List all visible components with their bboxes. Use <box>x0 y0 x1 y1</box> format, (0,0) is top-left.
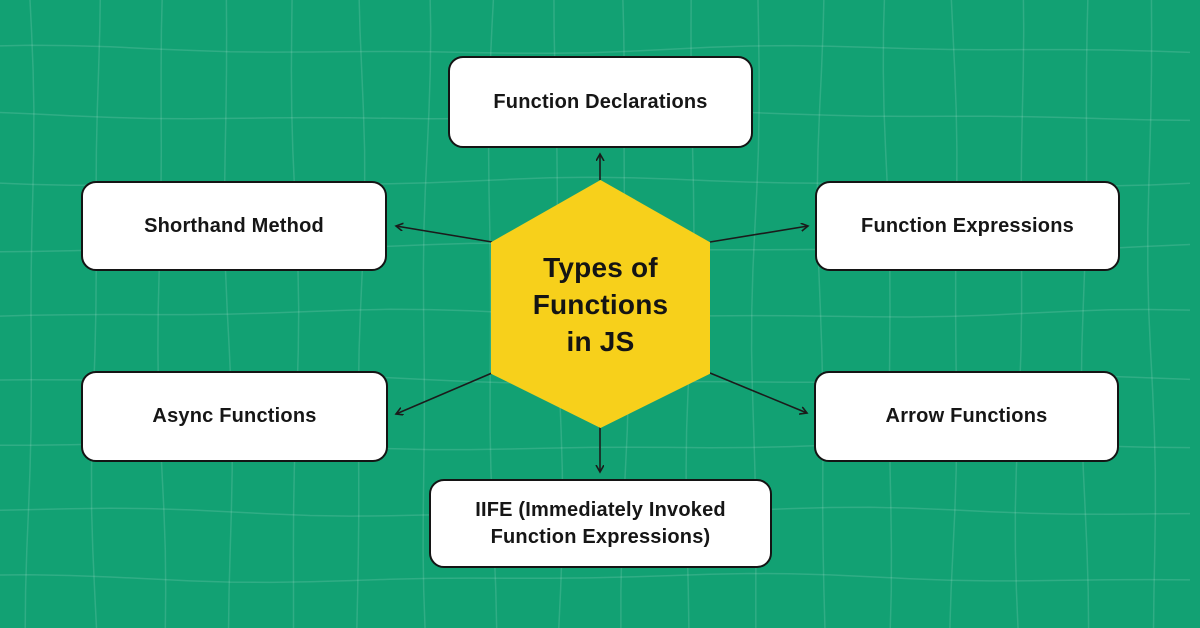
node-function-declarations: Function Declarations <box>448 56 753 148</box>
node-label: Function Declarations <box>493 90 708 113</box>
grid-line <box>24 0 35 628</box>
grid-line <box>90 0 102 628</box>
connector-upper-left <box>396 226 493 243</box>
grid-line <box>290 0 300 628</box>
grid-line <box>1080 0 1090 628</box>
grid-line <box>0 572 1191 584</box>
grid-line <box>157 0 167 628</box>
node-shorthand-method: Shorthand Method <box>81 181 387 271</box>
node-iife: IIFE (Immediately Invoked Function Expre… <box>429 479 772 568</box>
node-label: Shorthand Method <box>144 214 324 237</box>
grid-line <box>1147 0 1157 628</box>
grid-line <box>223 0 233 628</box>
connector-lower-left <box>396 372 493 414</box>
node-label: IIFE (Immediately Invoked Function Expre… <box>475 498 726 548</box>
grid-line <box>0 44 1191 55</box>
grid-line <box>356 0 366 628</box>
node-arrow-functions: Arrow Functions <box>814 371 1119 462</box>
center-title-line: in JS <box>566 325 635 357</box>
node-label: Async Functions <box>152 405 317 427</box>
grid-line <box>949 0 958 628</box>
node-label: Arrow Functions <box>885 405 1048 427</box>
node-function-expressions: Function Expressions <box>815 181 1120 271</box>
grid-line <box>422 0 432 628</box>
connector-lower-right <box>709 372 807 413</box>
node-async-functions: Async Functions <box>81 371 388 462</box>
grid-line <box>882 0 893 628</box>
node-label: Function Expressions <box>861 214 1074 237</box>
connector-upper-right <box>709 226 808 243</box>
grid-line <box>816 0 826 628</box>
grid-line <box>1014 0 1025 628</box>
center-title-line: Functions <box>532 288 669 320</box>
center-title-line: Types of <box>543 251 658 283</box>
